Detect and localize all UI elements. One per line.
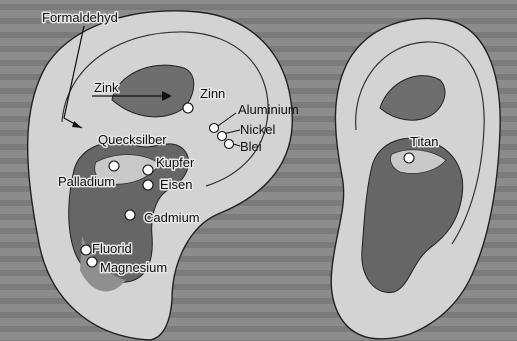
label-blei: Blei [240,139,262,154]
point-aluminium [210,124,219,133]
label-fluorid: Fluorid [92,241,132,256]
point-fluorid [81,245,91,255]
point-zinn [183,103,193,113]
label-nickel: Nickel [240,122,276,137]
point-nickel [218,132,227,141]
point-magnesium [87,257,97,267]
label-aluminium: Aluminium [238,102,299,117]
point-titan [404,153,414,163]
point-kupfer [143,165,153,175]
label-palladium: Palladium [58,174,115,189]
point-cadmium [125,210,135,220]
label-cadmium: Cadmium [144,210,200,225]
label-magnesium: Magnesium [100,260,167,275]
label-formaldehyd: Formaldehyd [42,10,118,25]
label-zink: Zink [94,80,119,95]
point-eisen [143,180,153,190]
label-quecksilber: Quecksilber [98,132,167,147]
label-kupfer: Kupfer [156,155,195,170]
label-titan: Titan [410,134,438,149]
label-eisen: Eisen [160,177,193,192]
label-zinn: Zinn [200,86,225,101]
point-palladium [109,161,119,171]
point-blei [225,140,234,149]
